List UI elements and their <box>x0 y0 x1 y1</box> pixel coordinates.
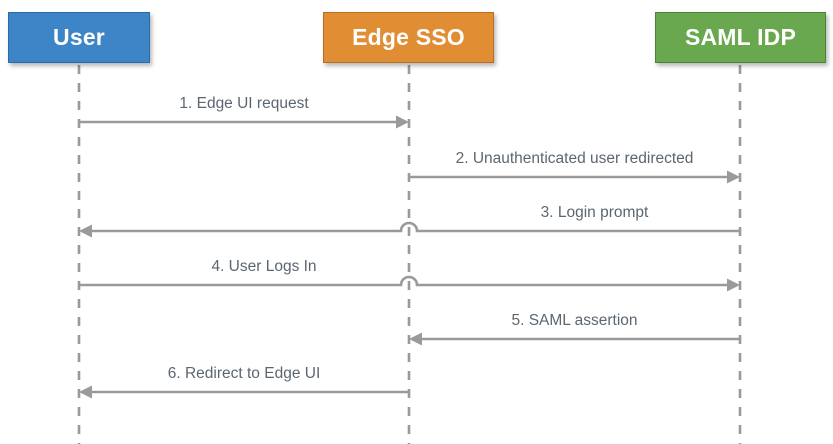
message-label-5: 5. SAML assertion <box>511 312 638 329</box>
message-label-6: 6. Redirect to Edge UI <box>167 365 321 382</box>
actor-box-user[interactable]: User <box>8 12 150 63</box>
message-arrowhead-3 <box>79 224 92 238</box>
message-arrowhead-1 <box>396 115 409 129</box>
message-arrowhead-4 <box>727 278 740 292</box>
message-line-3 <box>92 221 740 233</box>
actor-box-saml-idp[interactable]: SAML IDP <box>655 12 826 63</box>
message-arrowhead-5 <box>409 332 422 346</box>
actor-box-edge-sso[interactable]: Edge SSO <box>323 12 494 63</box>
message-line-4 <box>79 275 727 287</box>
message-label-1: 1. Edge UI request <box>179 95 309 112</box>
actor-label: Edge SSO <box>352 24 465 50</box>
message-arrowhead-2 <box>727 170 740 184</box>
message-arrowhead-6 <box>79 385 92 399</box>
message-label-2: 2. Unauthenticated user redirected <box>455 150 694 167</box>
actor-label: SAML IDP <box>684 24 797 50</box>
actor-label: User <box>53 24 105 50</box>
message-label-4: 4. User Logs In <box>211 258 317 275</box>
message-label-3: 3. Login prompt <box>540 204 649 221</box>
